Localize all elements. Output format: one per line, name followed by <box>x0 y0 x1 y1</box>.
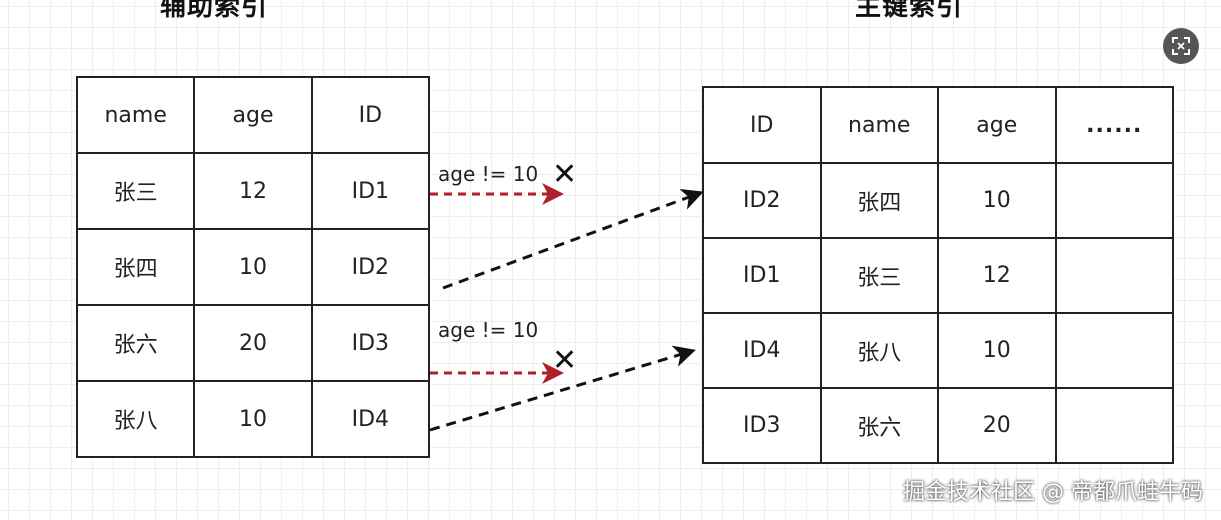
table-cell: ID2 <box>310 228 431 306</box>
primary-index-table: ID name age ...... ID2 张四 10 ID1 张三 12 I… <box>702 86 1174 464</box>
table-header-row: ID name age ...... <box>702 86 1174 164</box>
table-cell: 张六 <box>75 304 196 382</box>
condition-label: age != 10 <box>438 162 539 186</box>
table-cell: 20 <box>193 304 313 382</box>
table-cell: 12 <box>937 237 1057 314</box>
table-cell: ID3 <box>702 387 822 464</box>
condition-label: age != 10 <box>438 318 539 342</box>
table-cell: ID4 <box>310 380 431 458</box>
expand-icon <box>1172 37 1190 55</box>
table-cell: 张三 <box>819 237 939 314</box>
table-cell: ID4 <box>702 312 822 389</box>
lookup-arrow-id4 <box>429 345 696 432</box>
table-header-row: name age ID <box>75 76 431 154</box>
rejected-cross-icon: ✕ <box>552 157 578 192</box>
table-cell: 12 <box>193 152 313 230</box>
table-cell: ID3 <box>310 304 431 382</box>
table-cell <box>1054 162 1174 239</box>
table-row: ID2 张四 10 <box>702 162 1174 239</box>
header-cell-more: ...... <box>1054 86 1174 164</box>
table-cell: 10 <box>193 380 313 458</box>
table-cell: 张八 <box>819 312 939 389</box>
table-cell: ID1 <box>310 152 431 230</box>
secondary-index-table: name age ID 张三 12 ID1 张四 10 ID2 张六 20 ID… <box>75 76 431 458</box>
table-cell: 张六 <box>819 387 939 464</box>
primary-index-title: 主键索引 <box>855 0 964 22</box>
table-cell: ID1 <box>702 237 822 314</box>
table-cell <box>1054 312 1174 389</box>
table-cell: 张四 <box>75 228 196 306</box>
lookup-arrow-id2 <box>442 188 704 290</box>
secondary-index-title: 辅助索引 <box>160 0 269 22</box>
table-cell: ID2 <box>702 162 822 239</box>
header-cell: age <box>937 86 1057 164</box>
expand-image-button[interactable] <box>1163 28 1199 64</box>
table-row: ID1 张三 12 <box>702 237 1174 314</box>
watermark: 掘金技术社区 @ 帝都爪蛙牛码 <box>903 480 1203 505</box>
header-cell: name <box>75 76 196 154</box>
table-cell: 10 <box>937 312 1057 389</box>
table-cell <box>1054 237 1174 314</box>
table-row: ID4 张八 10 <box>702 312 1174 389</box>
table-row: ID3 张六 20 <box>702 387 1174 464</box>
table-cell: 张三 <box>75 152 196 230</box>
table-row: 张三 12 ID1 <box>75 152 431 230</box>
table-cell: 10 <box>937 162 1057 239</box>
header-cell: ID <box>310 76 431 154</box>
table-cell <box>1054 387 1174 464</box>
header-cell: age <box>193 76 313 154</box>
table-row: 张六 20 ID3 <box>75 304 431 382</box>
header-cell: ID <box>702 86 822 164</box>
table-row: 张四 10 ID2 <box>75 228 431 306</box>
header-cell: name <box>819 86 939 164</box>
table-cell: 张八 <box>75 380 196 458</box>
table-row: 张八 10 ID4 <box>75 380 431 458</box>
table-cell: 20 <box>937 387 1057 464</box>
rejected-cross-icon: ✕ <box>552 343 578 378</box>
table-cell: 10 <box>193 228 313 306</box>
table-cell: 张四 <box>819 162 939 239</box>
